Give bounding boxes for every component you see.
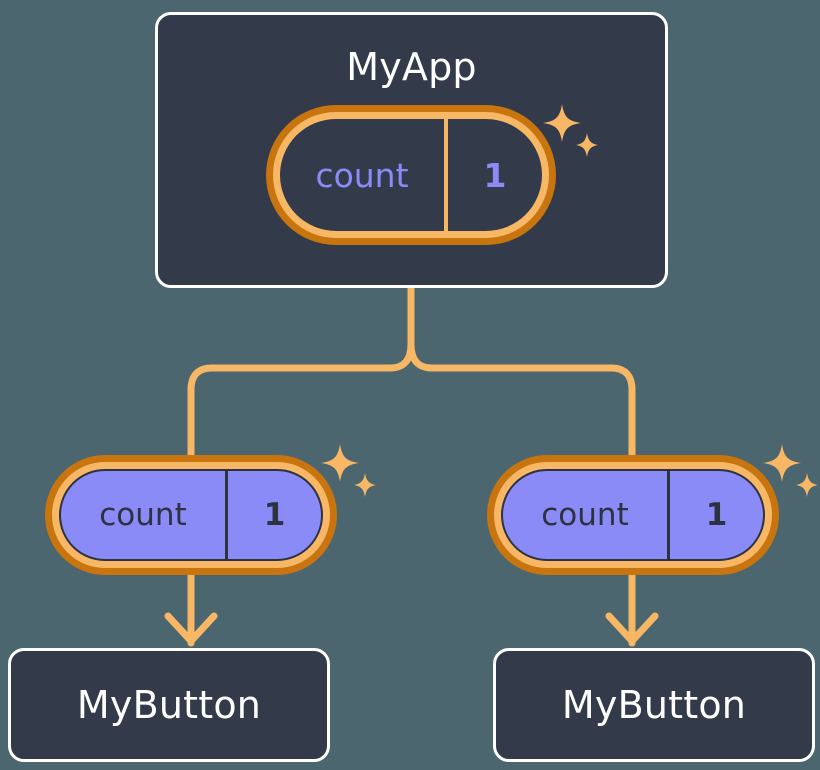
state-pill-inner-ring: count 1	[494, 462, 772, 568]
state-key-label: count	[99, 497, 187, 533]
state-value-label: 1	[225, 471, 321, 559]
arrow-down-icon	[605, 612, 659, 645]
component-node-mybutton-right[interactable]: MyButton	[493, 648, 815, 762]
state-pill-body: count 1	[59, 469, 323, 561]
state-pill-body: count 1	[280, 119, 542, 231]
component-node-mybutton-left[interactable]: MyButton	[8, 648, 330, 762]
state-pill-myapp[interactable]: count 1	[266, 105, 556, 245]
state-value-label: 1	[444, 119, 542, 231]
state-pill-inner-ring: count 1	[273, 112, 549, 238]
connector-branch-right	[407, 340, 636, 459]
state-pill-right[interactable]: count 1	[487, 455, 779, 575]
component-title-mybutton-right: MyButton	[561, 683, 747, 727]
state-pill-outer-ring: count 1	[45, 455, 337, 575]
connector-branch-left	[187, 340, 415, 459]
arrow-down-icon	[164, 612, 218, 645]
component-title-mybutton-left: MyButton	[76, 683, 262, 727]
component-title-myapp: MyApp	[346, 45, 477, 89]
state-pill-body: count 1	[501, 469, 765, 561]
state-value-label: 1	[667, 471, 763, 559]
state-key-label: count	[315, 155, 409, 195]
state-pill-outer-ring: count 1	[266, 105, 556, 245]
state-pill-left[interactable]: count 1	[45, 455, 337, 575]
state-pill-outer-ring: count 1	[487, 455, 779, 575]
state-pill-inner-ring: count 1	[52, 462, 330, 568]
state-key-label: count	[541, 497, 629, 533]
